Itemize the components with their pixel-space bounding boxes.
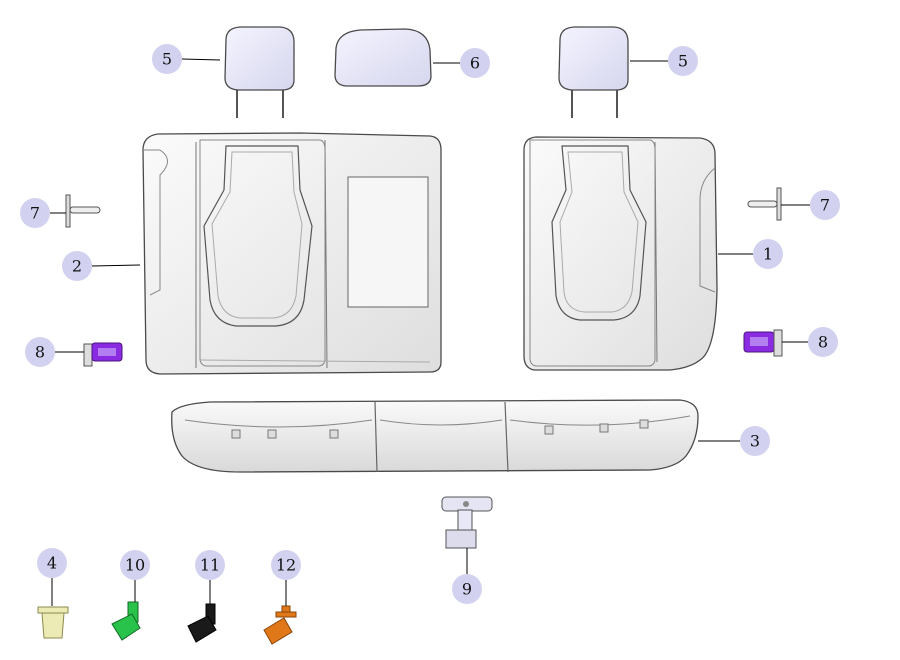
callout-circle	[271, 550, 301, 580]
callout-circle	[25, 337, 55, 367]
bracket-9	[441, 496, 493, 549]
headrest-center	[334, 28, 432, 87]
guide-8-left	[83, 342, 123, 367]
callout-circle	[152, 44, 182, 74]
callout-circle	[452, 574, 482, 604]
leader-line	[181, 58, 221, 61]
seat-cushion	[171, 399, 699, 473]
callout-1-back-right: 1	[718, 239, 783, 269]
callout-number: 5	[162, 50, 172, 69]
callout-number: 5	[678, 52, 688, 71]
callout-circle	[753, 239, 783, 269]
callout-circle	[37, 548, 67, 578]
callout-11-bolt-black: 11	[195, 550, 225, 604]
leader-line	[91, 264, 141, 267]
callout-circle	[810, 190, 840, 220]
callout-10-bolt-green: 10	[120, 550, 150, 602]
clip-4	[37, 606, 69, 639]
callout-circle	[120, 550, 150, 580]
seat-back-left	[142, 132, 442, 375]
callout-number: 11	[200, 556, 220, 575]
callout-3-cushion: 3	[698, 426, 770, 456]
callout-9-bracket: 9	[452, 548, 482, 604]
callout-number: 4	[47, 554, 57, 573]
callout-number: 9	[462, 580, 472, 599]
pin-7-right	[747, 187, 782, 221]
callout-circle	[808, 327, 838, 357]
callout-number: 8	[818, 333, 828, 352]
callout-4-clip: 4	[37, 548, 67, 606]
callout-6-headrest-center: 6	[433, 48, 490, 78]
callout-number: 10	[125, 556, 145, 575]
guide-8-right	[743, 329, 783, 357]
callout-number: 2	[72, 257, 82, 276]
callout-circle	[20, 198, 50, 228]
callout-number: 7	[30, 204, 40, 223]
callout-5-headrest-left: 5	[152, 44, 221, 74]
callout-7-pin-right: 7	[781, 190, 840, 220]
callout-number: 12	[276, 556, 296, 575]
pin-7-left	[65, 194, 101, 228]
callout-circle	[195, 550, 225, 580]
headrest-right	[558, 26, 629, 118]
bolt-10-green	[111, 601, 141, 641]
callout-12-bolt-orange: 12	[271, 550, 301, 606]
callout-number: 3	[750, 432, 760, 451]
callout-circle	[62, 251, 92, 281]
callout-number: 7	[820, 196, 830, 215]
callout-number: 1	[763, 245, 773, 264]
callout-7-pin-left: 7	[20, 198, 66, 228]
bolt-12-orange	[263, 605, 297, 645]
bolt-11-black	[187, 603, 217, 643]
callout-circle	[740, 426, 770, 456]
seat-back-right	[523, 136, 718, 371]
callout-5-headrest-right: 5	[630, 46, 698, 76]
callout-circle	[668, 46, 698, 76]
callout-circle	[460, 48, 490, 78]
callout-8-guide-right: 8	[782, 327, 838, 357]
headrest-left	[224, 26, 295, 118]
callout-number: 6	[470, 54, 480, 73]
callout-2-back-left: 2	[62, 251, 141, 281]
callout-number: 8	[35, 343, 45, 362]
callout-8-guide-left: 8	[25, 337, 84, 367]
